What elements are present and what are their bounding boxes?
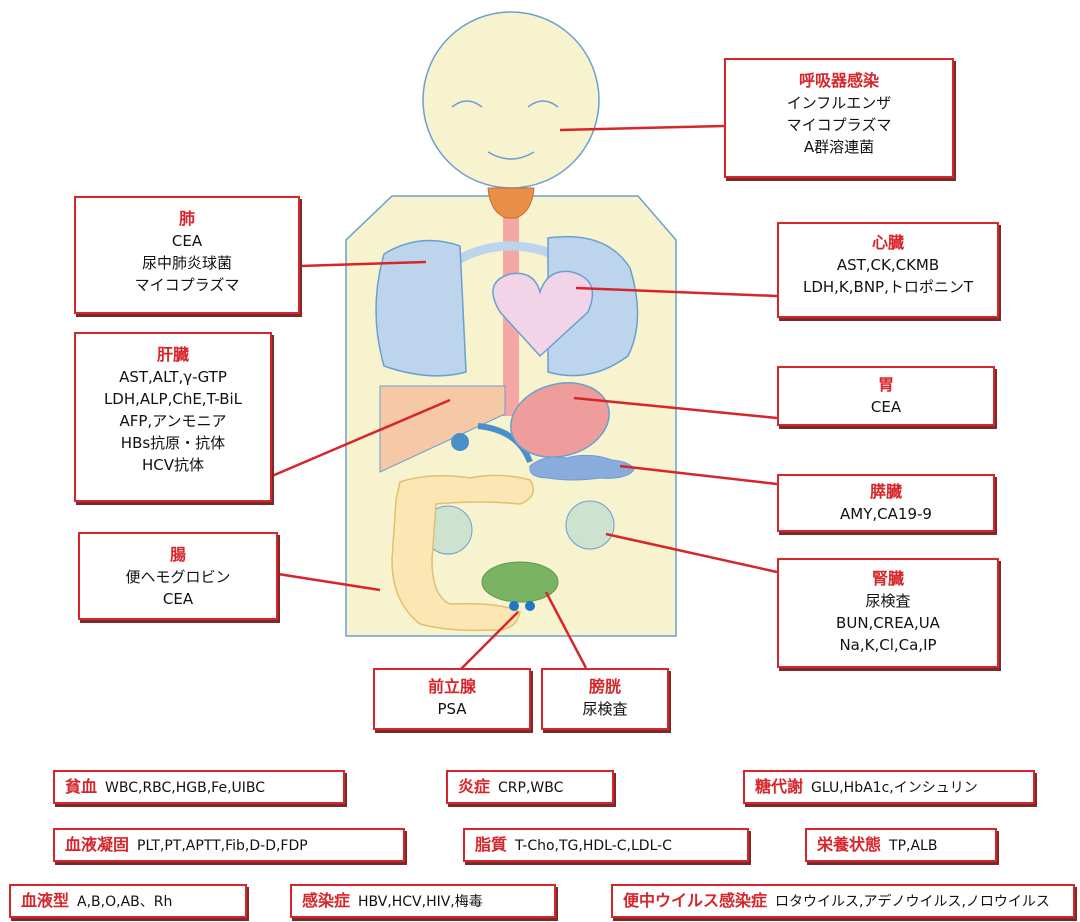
lung-box: 肺 CEA 尿中肺炎球菌 マイコプラズマ [74,196,300,314]
head [423,12,599,188]
respiratory-title: 呼吸器感染 [726,70,952,92]
tag-tests: WBC,RBC,HGB,Fe,UIBC [105,780,265,796]
stomach-title: 胃 [779,374,993,396]
heart-line: AST,CK,CKMB [779,254,997,276]
tag-tests: T-Cho,TG,HDL-C,LDL-C [515,838,672,854]
heart-box: 心臓 AST,CK,CKMB LDH,K,BNP,トロポニンT [777,222,999,318]
tag-glucose: 糖代謝 GLU,HbA1c,インシュリン [743,770,1035,804]
tag-tests: A,B,O,AB、Rh [77,894,172,910]
heart-line: LDH,K,BNP,トロポニンT [779,276,997,298]
prostate-l [509,601,519,611]
liver-line: AFP,アンモニア [76,410,270,432]
tag-name: 血液型 [21,891,69,910]
pancreas-line: AMY,CA19-9 [779,503,993,525]
gallbladder [451,433,469,451]
respiratory-line: A群溶連菌 [726,136,952,158]
liver-line: HCV抗体 [76,454,270,476]
intestine-box: 腸 便ヘモグロビン CEA [78,532,278,620]
tag-stool-virus: 便中ウイルス感染症ロタウイルス,アデノウイルス,ノロウイルス [611,884,1075,918]
tag-name: 脂質 [475,835,507,854]
intestine-line: CEA [80,588,276,610]
kidney-title: 腎臓 [779,568,997,590]
left-lung [376,241,466,376]
tag-tests: TP,ALB [889,838,937,854]
lung-title: 肺 [76,208,298,230]
pancreas-box: 膵臓 AMY,CA19-9 [777,474,995,532]
prostate-r [525,601,535,611]
tag-inflammation: 炎症 CRP,WBC [446,770,614,804]
respiratory-line: マイコプラズマ [726,114,952,136]
tag-name: 血液凝固 [65,835,129,854]
tag-name: 糖代謝 [755,777,803,796]
pancreas-title: 膵臓 [779,481,993,503]
tag-name: 便中ウイルス感染症 [623,891,767,910]
tag-tests: ロタウイルス,アデノウイルス,ノロウイルス [775,894,1050,910]
tag-bloodtype: 血液型 A,B,O,AB、Rh [9,884,247,918]
liver-line: LDH,ALP,ChE,T-BiL [76,388,270,410]
tag-tests: CRP,WBC [498,780,563,796]
kidney-right [566,501,614,549]
bladder-title: 膀胱 [543,676,667,698]
tag-coagulation: 血液凝固 PLT,PT,APTT,Fib,D-D,FDP [53,828,405,862]
tag-name: 栄養状態 [817,835,881,854]
tag-tests: HBV,HCV,HIV,梅毒 [358,894,483,910]
bladder [482,562,558,602]
intestine-line: 便ヘモグロビン [80,566,276,588]
lung-line: CEA [76,230,298,252]
kidney-line: Na,K,Cl,Ca,IP [779,634,997,656]
prostate-line: PSA [375,698,529,720]
stomach-line: CEA [779,396,993,418]
kidney-line: 尿検査 [779,590,997,612]
tag-lipids: 脂質 T-Cho,TG,HDL-C,LDL-C [463,828,749,862]
tag-nutrition: 栄養状態 TP,ALB [805,828,997,862]
kidney-line: BUN,CREA,UA [779,612,997,634]
kidney-box: 腎臓 尿検査 BUN,CREA,UA Na,K,Cl,Ca,IP [777,558,999,668]
respiratory-line: インフルエンザ [726,92,952,114]
tag-name: 貧血 [65,777,97,796]
liver-box: 肝臓 AST,ALT,γ-GTP LDH,ALP,ChE,T-BiL AFP,ア… [74,332,272,502]
bladder-line: 尿検査 [543,698,667,720]
bladder-box: 膀胱 尿検査 [541,668,669,730]
lung-line: マイコプラズマ [76,274,298,296]
prostate-title: 前立腺 [375,676,529,698]
tag-tests: PLT,PT,APTT,Fib,D-D,FDP [137,838,308,854]
lung-line: 尿中肺炎球菌 [76,252,298,274]
prostate-box: 前立腺 PSA [373,668,531,730]
stomach-box: 胃 CEA [777,366,995,426]
tag-name: 炎症 [458,777,490,796]
liver-line: AST,ALT,γ-GTP [76,366,270,388]
liver-line: HBs抗原・抗体 [76,432,270,454]
tag-name: 感染症 [302,891,350,910]
tag-infection: 感染症 HBV,HCV,HIV,梅毒 [290,884,556,918]
intestine-title: 腸 [80,544,276,566]
respiratory-box: 呼吸器感染 インフルエンザ マイコプラズマ A群溶連菌 [724,58,954,178]
liver-title: 肝臓 [76,344,270,366]
heart-title: 心臓 [779,232,997,254]
tag-tests: GLU,HbA1c,インシュリン [811,780,978,796]
tag-anemia: 貧血 WBC,RBC,HGB,Fe,UIBC [53,770,345,804]
